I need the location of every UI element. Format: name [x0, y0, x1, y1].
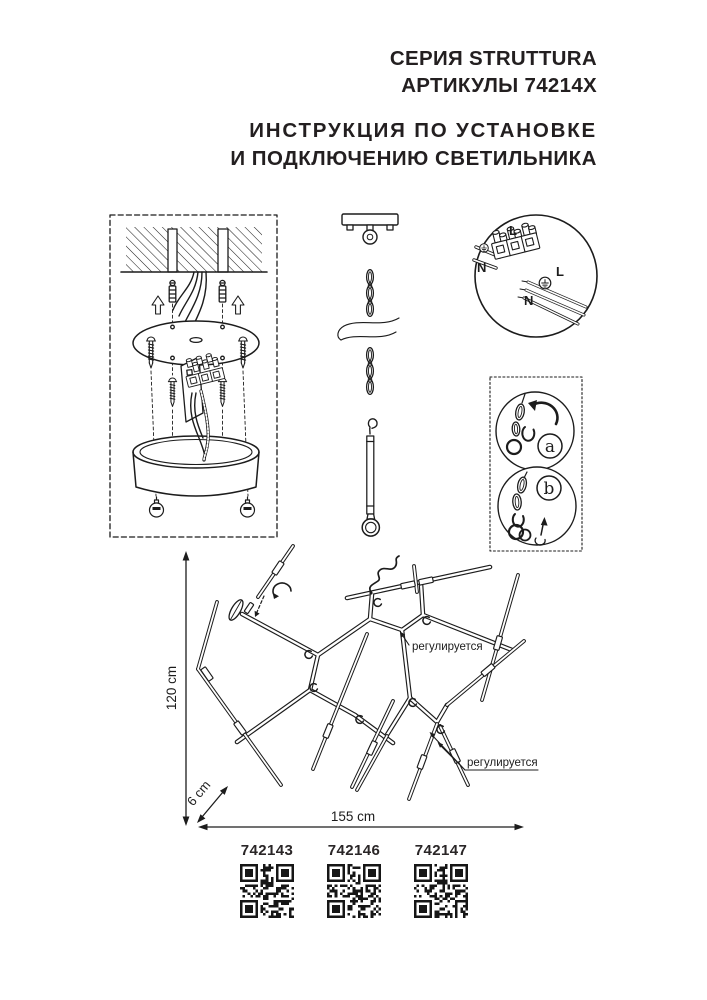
qr-item-742147: 742147 — [413, 842, 469, 923]
earth-symbol-outgoing — [538, 276, 552, 290]
label-neutral-in: N — [477, 260, 486, 275]
open-link — [511, 513, 525, 528]
adjustable-annotation-1: регулируется — [400, 631, 483, 653]
qr-item-742143: 742143 — [239, 842, 295, 923]
qr-code — [414, 864, 468, 918]
suspension-parts-diagram — [337, 213, 400, 537]
open-link — [521, 426, 536, 442]
suspension-rod — [361, 418, 381, 537]
step-b-label: b — [544, 479, 555, 499]
adjustment-detail-diagram: a b — [489, 376, 583, 552]
dimension-height: 120 cm — [164, 551, 190, 826]
label-live-in: L — [509, 223, 517, 238]
terminal-block — [185, 353, 226, 388]
chandelier-dimensions-diagram: регулируется регулируется 120 cm 6 cm 15… — [164, 544, 539, 831]
ceiling-bracket — [341, 213, 399, 245]
detail-b: b — [497, 466, 577, 546]
adjustable-label-1: регулируется — [412, 641, 483, 653]
qr-code — [327, 864, 381, 918]
wiring-detail-diagram: L N L N — [472, 214, 598, 338]
step-a-label: a — [545, 437, 555, 457]
detail-a: a — [495, 391, 575, 471]
dimension-depth: 6 cm — [184, 777, 228, 823]
canopy-front-rim — [132, 451, 260, 469]
earth-symbol-incoming — [479, 243, 489, 253]
step-a-badge — [537, 433, 563, 459]
depth-label: 6 cm — [184, 777, 214, 808]
qr-label: 742143 — [240, 842, 294, 859]
detail-border — [489, 376, 583, 552]
width-label: 155 cm — [331, 809, 375, 824]
outgoing-wires — [517, 280, 588, 326]
adjustable-annotation-2: регулируется — [429, 732, 539, 771]
mounting-diagram — [109, 214, 278, 538]
step-b-badge — [536, 475, 562, 501]
instruction-header: ИНСТРУКЦИЯ ПО УСТАНОВКЕ И ПОДКЛЮЧЕНИЮ СВ… — [230, 117, 597, 172]
instruction-title-line2: И ПОДКЛЮЧЕНИЮ СВЕТИЛЬНИКА — [230, 146, 597, 170]
label-live-out: L — [556, 264, 564, 279]
decorative-caps — [148, 496, 256, 518]
canopy — [132, 435, 260, 497]
terminal-block — [491, 222, 541, 260]
guide-lines-lower — [150, 370, 249, 497]
label-neutral-out: N — [524, 293, 533, 308]
series-header: СЕРИЯ STRUTTURA АРТИКУЛЫ 74214X — [390, 45, 597, 99]
chain-break — [343, 317, 400, 327]
qr-label: 742147 — [414, 842, 468, 859]
series-title: СЕРИЯ STRUTTURA — [389, 47, 597, 70]
height-label: 120 cm — [164, 666, 179, 710]
qr-item-742146: 742146 — [326, 842, 382, 923]
ceiling — [120, 227, 268, 273]
mounting-frame-border — [109, 214, 278, 538]
terminal-bracket — [180, 356, 204, 423]
rotate-arrow — [531, 401, 559, 426]
dimension-width: 155 cm — [198, 809, 524, 831]
mains-wires — [172, 271, 208, 329]
adjustable-label-2: регулируется — [467, 757, 538, 769]
articles-title: АРТИКУЛЫ 74214X — [401, 74, 597, 97]
wall-plugs — [168, 279, 227, 303]
instruction-title-line1: ИНСТРУКЦИЯ ПО УСТАНОВКЕ — [249, 119, 597, 142]
qr-code — [240, 864, 294, 918]
fixture-wires — [190, 389, 210, 462]
qr-label: 742146 — [327, 842, 381, 859]
power-cord — [368, 555, 400, 595]
assembly-hint — [243, 582, 292, 617]
disc-endcap — [228, 599, 244, 621]
up-arrows — [151, 295, 245, 315]
chain — [337, 268, 400, 396]
qr-section: 742143 742146 742147 — [239, 842, 469, 923]
